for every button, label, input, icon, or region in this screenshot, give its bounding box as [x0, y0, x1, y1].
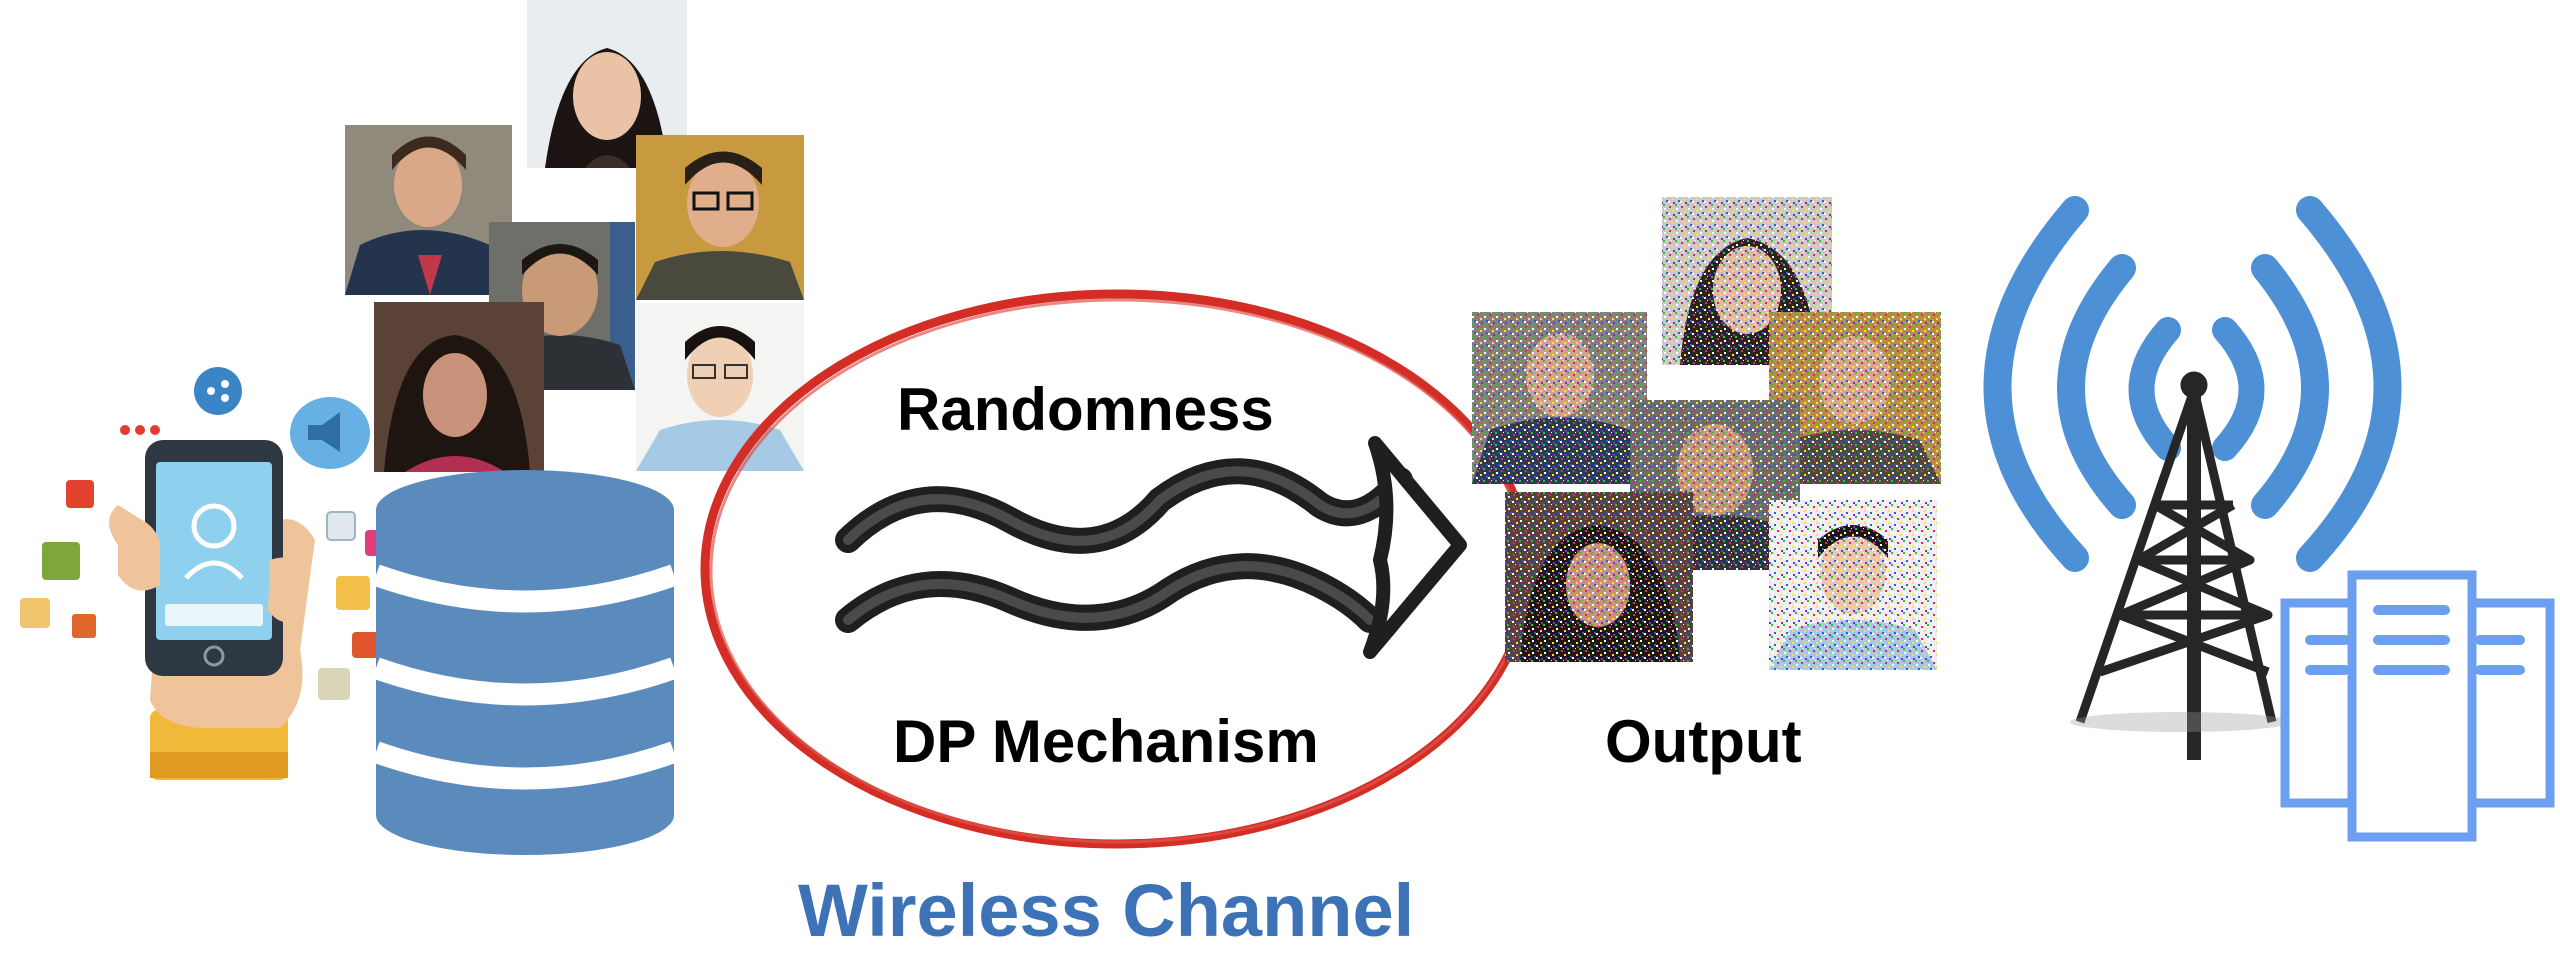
database-icon — [372, 470, 678, 855]
face-photo-woman-left — [374, 302, 544, 472]
face-photo-top — [527, 0, 687, 168]
face-photo-man-glasses — [636, 135, 804, 300]
wavy-double-arrow-icon — [835, 436, 1467, 659]
face-photo-man-suit — [345, 125, 512, 295]
smartphone-in-hand-icon — [20, 367, 391, 780]
wireless-channel-label: Wireless Channel — [798, 869, 1415, 952]
randomness-label: Randomness — [897, 376, 1274, 443]
dp-mechanism-label: DP Mechanism — [893, 708, 1319, 775]
noisy-face-man-right — [1769, 500, 1937, 670]
radio-tower-icon — [1983, 196, 2402, 760]
face-photo-man-right — [636, 303, 804, 471]
output-label: Output — [1605, 708, 1802, 775]
noisy-face-woman-left — [1505, 492, 1693, 662]
face-photo-collage — [345, 0, 804, 472]
server-documents-icon — [2280, 570, 2555, 842]
noisy-output-collage — [1472, 197, 1941, 670]
noisy-face-man-suit — [1472, 312, 1647, 484]
noisy-face-top — [1662, 197, 1832, 365]
